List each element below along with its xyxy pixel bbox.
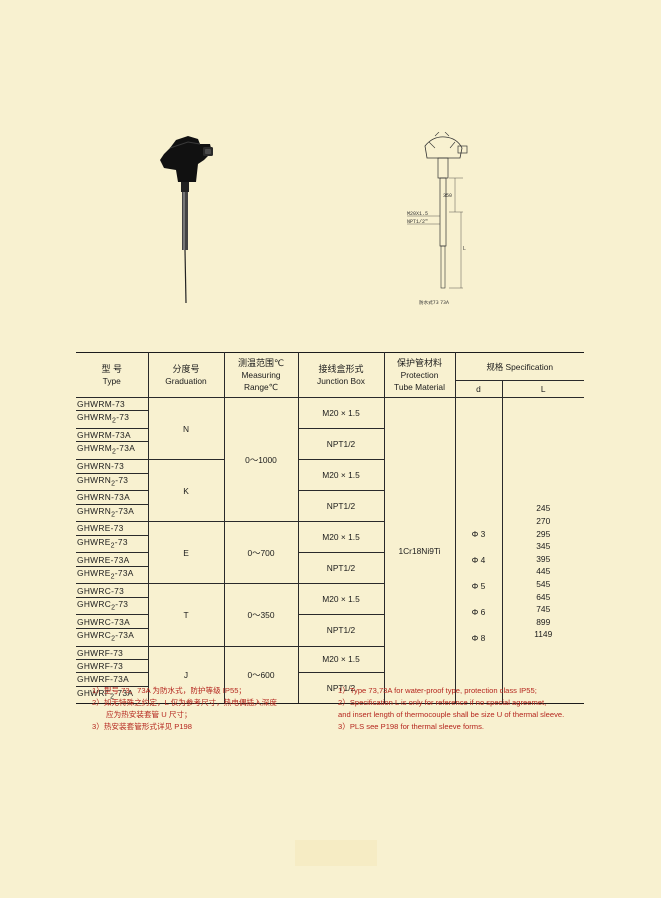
header-type: 型 号 Type (76, 352, 149, 398)
junction-cell: NPT1/2 (297, 672, 385, 705)
type-cell: GHWRC-73 (76, 583, 149, 598)
range-cell: 0～350 (223, 583, 299, 647)
graduation-cell: N (147, 396, 225, 461)
junction-cell: NPT1/2 (297, 428, 385, 461)
thermocouple-photo (160, 136, 213, 304)
type-cell: GHWRC-73A (76, 614, 149, 629)
header-spec-d: d (454, 380, 503, 398)
note-line: 1）型号 73、73A 为防水式，防护等级 IP55； (92, 686, 247, 695)
page-smudge (295, 840, 377, 866)
type-cell: GHWRN2-73A (76, 503, 149, 523)
type-cell: GHWRF-73A (76, 672, 149, 687)
junction-cell: NPT1/2 (297, 552, 385, 585)
type-cell: GHWRE2-73A (76, 565, 149, 585)
graduation-cell: J (147, 645, 225, 705)
note-line: 2）如无特殊之约定，L 仅为参考尺寸，热电偶插入深度 (92, 698, 277, 707)
length-item: 1149 (534, 629, 553, 640)
type-cell: GHWRF2-73A (76, 685, 149, 705)
header-range: 测温范围℃ Measuring Range℃ (223, 352, 299, 398)
type-cell: GHWRM-73 (76, 396, 149, 412)
length-item: 445 (536, 566, 551, 577)
npt-spec-label: NPT1/2" (407, 219, 428, 225)
range-cell: 0～700 (223, 521, 299, 585)
junction-cell: M20 × 1.5 (297, 396, 385, 430)
length-item: 745 (536, 604, 551, 615)
type-cell: GHWRC2-73A (76, 627, 149, 647)
length-item: 395 (536, 553, 551, 564)
graduation-cell: T (147, 583, 225, 647)
length-item: 270 (536, 516, 551, 526)
length-item: 245 (536, 503, 551, 514)
length-item: 295 (536, 528, 551, 539)
notes-chinese: 1）型号 73、73A 为防水式，防护等级 IP55； 2）如无特殊之约定，L … (92, 685, 332, 733)
junction-cell: NPT1/2 (297, 614, 385, 647)
header-junction-box: 接线盒形式 Junction Box (297, 352, 385, 398)
dimension-350-label: 350 (443, 193, 452, 199)
header-protection: 保护管材料 Protection Tube Material (383, 352, 456, 398)
diameter-cell: Φ 3 Φ 4 Φ 5 Φ 6 Φ 8 (454, 396, 503, 705)
range-cell: 0～1000 (223, 396, 299, 523)
type-cell: GHWRM2-73A (76, 441, 149, 461)
junction-cell: NPT1/2 (297, 490, 385, 523)
protection-material-cell: 1Cr18Ni9Ti (383, 396, 456, 705)
range-cell: 0～600 (223, 645, 299, 705)
diameter-item: Φ 5 (471, 580, 486, 591)
diameter-item: Φ 4 (471, 554, 486, 565)
graduation-cell: E (147, 521, 225, 585)
type-cell: GHWRE-73A (76, 552, 149, 567)
diameter-item: Φ 3 (471, 528, 486, 539)
length-item: 545 (536, 578, 551, 589)
type-cell: GHWRE2-73 (76, 534, 149, 554)
type-cell: GHWRN-73A (76, 490, 149, 505)
junction-cell: M20 × 1.5 (297, 645, 385, 674)
diameter-item: Φ 6 (471, 606, 486, 617)
specification-table: 型 号 Type 分度号 Graduation 测温范围℃ Measuring … (76, 352, 584, 705)
length-item: 345 (536, 541, 551, 552)
length-item: 899 (536, 616, 551, 627)
type-cell: GHWRF-73 (76, 645, 149, 660)
length-item: 645 (536, 591, 551, 602)
type-cell: GHWRM2-73 (76, 410, 149, 430)
note-line: 2）Specification L is only for reference … (338, 698, 547, 707)
drawing-caption: 防水式73 73A (419, 299, 450, 306)
note-line: 应为热安装套管 U 尺寸； (106, 710, 192, 719)
type-cell: GHWRF-73 (76, 658, 149, 674)
note-line: 1）Type 73,73A for water-proof type, prot… (338, 686, 537, 695)
type-cell: GHWRN2-73 (76, 472, 149, 492)
header-specification: 规格 Specification (454, 352, 584, 381)
type-cell: GHWRE-73 (76, 521, 149, 536)
note-line: and insert length of thermocouple shall … (338, 710, 565, 719)
junction-cell: M20 × 1.5 (297, 583, 385, 616)
note-line: 3）热安装套管形式详见 P198 (92, 722, 193, 731)
type-cell: GHWRC2-73 (76, 596, 149, 616)
header-spec-l: L (501, 380, 584, 398)
type-cell: GHWRM-73A (76, 428, 149, 443)
junction-cell: M20 × 1.5 (297, 521, 385, 554)
dimension-drawing: 350 M20X1.5 NPT1/2" L 防水式73 73A (407, 132, 468, 306)
graduation-cell: K (147, 459, 225, 523)
notes-english: 1）Type 73,73A for water-proof type, prot… (338, 685, 598, 733)
type-cell: GHWRN-73 (76, 459, 149, 474)
junction-cell: M20 × 1.5 (297, 459, 385, 492)
length-cell: 245 270 295 345 395 445 545 645 745 899 … (501, 396, 584, 705)
diameter-item: Φ 8 (471, 632, 486, 643)
dimension-l-label: L (463, 246, 466, 252)
thread-spec-label: M20X1.5 (407, 211, 428, 217)
note-line: 3）PLS see P198 for thermal sleeve forms. (338, 722, 485, 731)
header-graduation: 分度号 Graduation (147, 352, 225, 398)
